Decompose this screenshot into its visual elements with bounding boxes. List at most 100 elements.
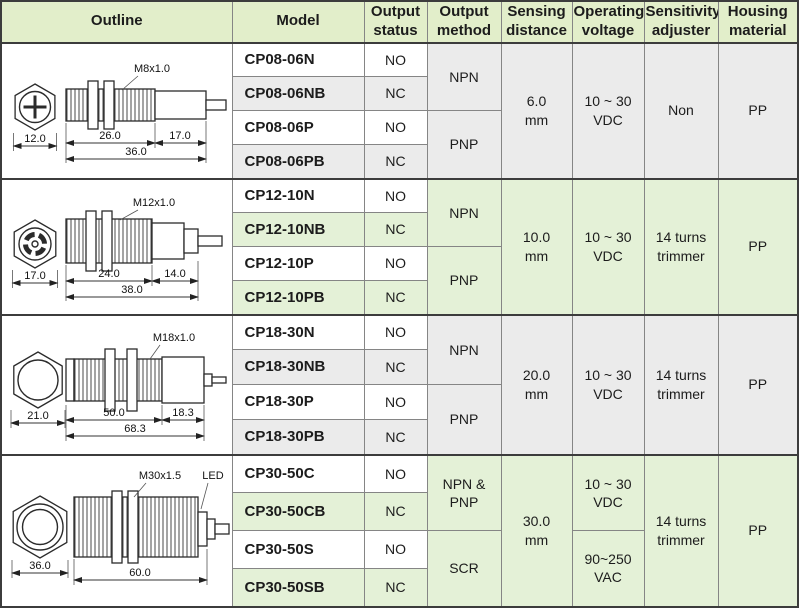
output-status-cell: NC bbox=[363, 280, 428, 315]
col-header-housing-material: Housing material bbox=[717, 0, 799, 44]
sensing-value: 6.0 bbox=[526, 93, 547, 110]
sensing-distance-cell: 6.0 mm bbox=[500, 41, 573, 179]
sensing-value: 30.0 bbox=[522, 513, 551, 530]
dimension-label: 24.0 bbox=[99, 268, 120, 280]
hex-front-view: 36.0 bbox=[11, 494, 70, 578]
model-row: CP30-50S NO SCR 90~250 VAC bbox=[1, 530, 798, 607]
model-cell: CP08-06NB bbox=[231, 76, 365, 111]
outline-drawing-cp08: 12.0 M8x1.0 26.0 17.0 36.0 bbox=[12, 63, 227, 163]
housing-material-cell: PP bbox=[717, 453, 799, 607]
col-header-model: Model bbox=[231, 0, 365, 44]
model-row: CP08-06NB NC bbox=[1, 76, 798, 111]
sensor-side-view: M18x1.0 50.0 18.3 68.3 bbox=[65, 332, 227, 441]
housing-material-cell: PP bbox=[717, 177, 799, 315]
output-status-cell: NO bbox=[363, 110, 428, 145]
thread-label: M12x1.0 bbox=[133, 197, 175, 209]
col-header-output-status: Output status bbox=[363, 0, 428, 44]
operating-voltage-cell: 10 ~ 30 VDC bbox=[571, 313, 645, 455]
dimension-label: 17.0 bbox=[170, 130, 191, 142]
output-status-cell: NC bbox=[363, 212, 428, 247]
model-cell: CP30-50CB bbox=[231, 492, 365, 531]
output-method-cell: PNP bbox=[426, 246, 502, 315]
output-status-cell: NC bbox=[363, 568, 428, 607]
dimension-label: 36.0 bbox=[126, 146, 147, 158]
output-status-cell: NC bbox=[363, 419, 428, 455]
dimension-label: 26.0 bbox=[100, 130, 121, 142]
model-cell: CP08-06N bbox=[231, 41, 365, 77]
outline-drawing-cp12: 17.0 M12x1.0 24.0 14.0 bbox=[11, 197, 223, 301]
output-method-cell: PNP bbox=[426, 384, 502, 455]
model-cell: CP12-10N bbox=[231, 177, 365, 213]
sensor-side-view: M8x1.0 26.0 17.0 36.0 bbox=[65, 63, 227, 163]
housing-material-cell: PP bbox=[717, 313, 799, 455]
outline-cell-cp12: 17.0 M12x1.0 24.0 14.0 bbox=[0, 177, 233, 315]
dimension-label: 18.3 bbox=[173, 407, 194, 419]
sensitivity-adjuster-cell: Non bbox=[643, 41, 719, 179]
voltage-range: 10 ~ 30 bbox=[584, 475, 632, 492]
sensing-distance-cell: 10.0 mm bbox=[500, 177, 573, 315]
thread-label: M30x1.5 bbox=[139, 470, 181, 482]
col-header-operating-voltage: Operating voltage bbox=[571, 0, 645, 44]
voltage-unit: VDC bbox=[593, 385, 623, 402]
sensitivity-adjuster-cell: 14 turns trimmer bbox=[643, 313, 719, 455]
outline-cell-cp08: 12.0 M8x1.0 26.0 17.0 36.0 bbox=[0, 41, 233, 179]
dimension-label: 38.0 bbox=[122, 284, 143, 296]
voltage-unit: VDC bbox=[593, 111, 623, 128]
sensing-unit: mm bbox=[524, 247, 549, 264]
voltage-unit: VAC bbox=[594, 569, 622, 586]
housing-material-cell: PP bbox=[717, 41, 799, 179]
voltage-unit: VDC bbox=[593, 247, 623, 264]
voltage-unit: VDC bbox=[593, 493, 623, 510]
operating-voltage-cell: 10 ~ 30 VDC bbox=[571, 453, 645, 531]
model-row: 21.0 M18x1.0 50.0 18.3 bbox=[0, 313, 799, 455]
hex-front-view: 12.0 bbox=[12, 82, 58, 151]
model-cell: CP30-50S bbox=[231, 530, 365, 569]
sensing-unit: mm bbox=[524, 531, 549, 548]
output-status-cell: NC bbox=[363, 349, 428, 385]
model-row: CP30-50CB NC bbox=[1, 492, 798, 531]
outline-cell-cp30: 36.0 M30x1.5 LED 60.0 bbox=[0, 453, 233, 607]
output-method-cell: NPN bbox=[426, 313, 502, 385]
thread-label: M18x1.0 bbox=[153, 332, 195, 344]
output-method-cell: NPN bbox=[426, 41, 502, 111]
model-cell: CP12-10P bbox=[231, 246, 365, 281]
voltage-range: 10 ~ 30 bbox=[584, 367, 632, 384]
model-cell: CP18-30P bbox=[231, 384, 365, 420]
model-row: 36.0 M30x1.5 LED 60.0 bbox=[0, 453, 799, 607]
output-status-cell: NC bbox=[363, 492, 428, 531]
dimension-label: 68.3 bbox=[125, 423, 146, 435]
operating-voltage-cell: 10 ~ 30 VDC bbox=[571, 177, 645, 315]
voltage-range: 90~250 bbox=[584, 551, 632, 568]
voltage-range: 10 ~ 30 bbox=[584, 229, 632, 246]
sensor-side-view: M12x1.0 24.0 14.0 38.0 bbox=[65, 197, 223, 301]
model-cell: CP30-50SB bbox=[231, 568, 365, 607]
dimension-label: 14.0 bbox=[165, 268, 186, 280]
output-status-cell: NC bbox=[363, 76, 428, 111]
outline-cell-cp18: 21.0 M18x1.0 50.0 18.3 bbox=[0, 313, 233, 455]
model-row: 17.0 M12x1.0 24.0 14.0 bbox=[0, 177, 799, 315]
sensing-value: 10.0 bbox=[522, 229, 551, 246]
output-method-cell: NPN bbox=[426, 177, 502, 247]
model-cell: CP18-30N bbox=[231, 313, 365, 350]
output-method-cell: PNP bbox=[426, 110, 502, 179]
sensing-unit: mm bbox=[524, 385, 549, 402]
voltage-range: 10 ~ 30 bbox=[584, 93, 632, 110]
model-row: CP08-06P NO PNP bbox=[1, 110, 798, 179]
dimension-label: 60.0 bbox=[130, 567, 151, 579]
hex-front-view: 17.0 bbox=[11, 218, 59, 288]
output-status-cell: NO bbox=[363, 530, 428, 569]
operating-voltage-cell: 10 ~ 30 VDC bbox=[571, 41, 645, 179]
col-header-outline: Outline bbox=[0, 0, 233, 44]
outline-drawing-cp18: 21.0 M18x1.0 50.0 18.3 bbox=[10, 332, 227, 441]
sensor-side-view: M30x1.5 LED 60.0 bbox=[73, 470, 230, 585]
output-method-cell: SCR bbox=[426, 530, 502, 607]
model-cell: CP08-06PB bbox=[231, 144, 365, 179]
sensitivity-adjuster-cell: 14 turns trimmer bbox=[643, 453, 719, 607]
sensing-unit: mm bbox=[524, 111, 549, 128]
sensitivity-adjuster-cell: 14 turns trimmer bbox=[643, 177, 719, 315]
front-dimension-label: 36.0 bbox=[30, 560, 51, 572]
led-label: LED bbox=[203, 470, 224, 482]
col-header-output-method: Output method bbox=[426, 0, 502, 44]
